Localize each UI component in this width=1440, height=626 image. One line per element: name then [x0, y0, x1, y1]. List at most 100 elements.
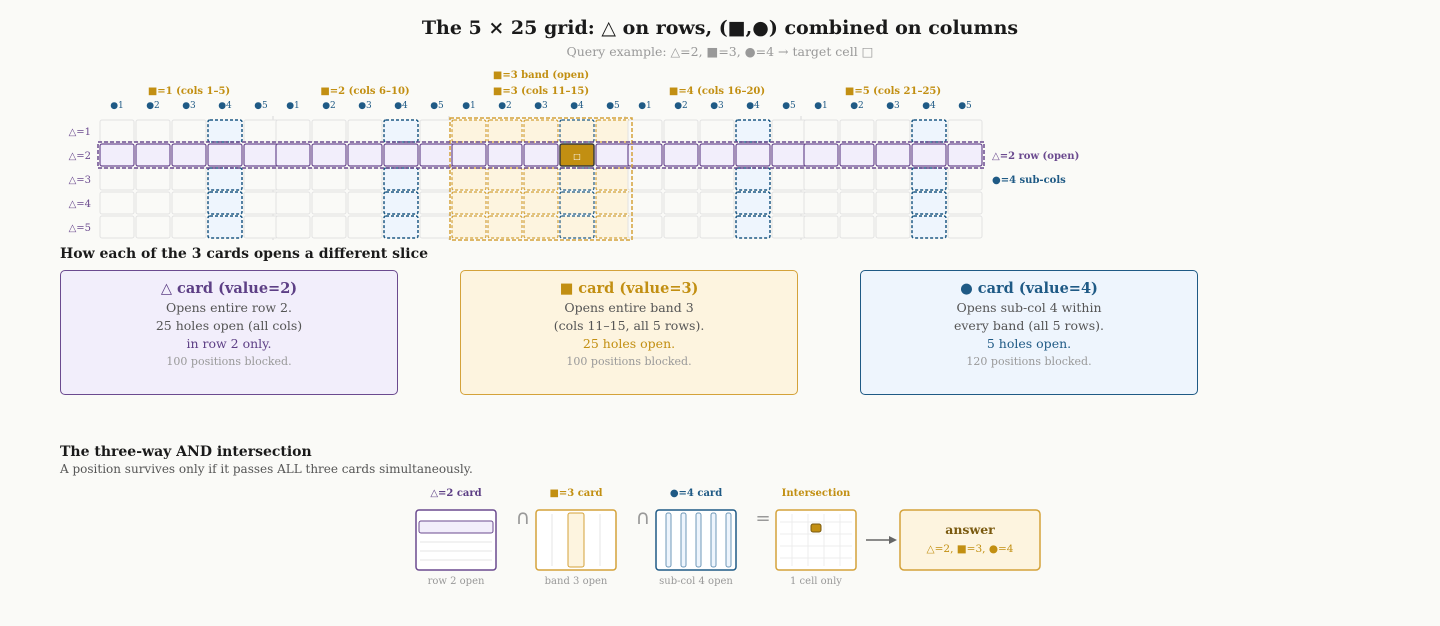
subcol-label: ●5	[782, 101, 796, 111]
grid-cell	[627, 119, 663, 143]
grid-cell	[207, 167, 243, 191]
grid-cell	[595, 143, 631, 167]
subcol-label: ●1	[814, 101, 828, 111]
grid-cell	[487, 143, 523, 167]
grid-cell	[243, 143, 279, 167]
grid-cell	[663, 215, 699, 239]
panel-caption-circle: sub-col 4 open	[659, 576, 733, 587]
square-card-line-2: (cols 11–15, all 5 rows).	[553, 318, 705, 333]
panel-label-circle: ●=4 card	[670, 488, 722, 499]
grid-cell	[135, 119, 171, 143]
square-card-blocked: 100 positions blocked.	[566, 355, 692, 368]
grid-cell	[383, 191, 419, 215]
grid-cell	[311, 119, 347, 143]
grid-cell	[243, 167, 279, 191]
grid-cell	[451, 191, 487, 215]
square-card: ■ card (value=3) Opens entire band 3 (co…	[460, 270, 798, 395]
grid-cell	[451, 215, 487, 239]
target-glyph: □	[573, 152, 581, 161]
grid-cell	[523, 191, 559, 215]
square-card-title: ■ card (value=3)	[559, 280, 699, 297]
subcol-label: ●2	[850, 101, 864, 111]
grid-cell	[803, 191, 839, 215]
grid-cell	[275, 191, 311, 215]
panel-label-square: ■=3 card	[549, 488, 602, 499]
grid-cell	[911, 143, 947, 167]
grid-cell	[595, 215, 631, 239]
circle-card: ● card (value=4) Opens sub-col 4 within …	[860, 270, 1198, 395]
grid-cell	[911, 167, 947, 191]
panel-caption-intersection: 1 cell only	[790, 576, 842, 587]
grid-cell	[311, 215, 347, 239]
circle-card-blocked: 120 positions blocked.	[966, 355, 1092, 368]
grid-cell	[595, 167, 631, 191]
grid-cell	[275, 167, 311, 191]
subcol-label: ●3	[534, 101, 548, 111]
subcol-label: ●4	[570, 101, 584, 111]
grid-cell	[135, 215, 171, 239]
grid-cell	[275, 119, 311, 143]
square-card-line-3: 25 holes open.	[582, 336, 676, 351]
square-card-line-1: Opens entire band 3	[564, 300, 694, 315]
grid-cell	[171, 119, 207, 143]
subcol-label: ●1	[286, 101, 300, 111]
grid-cell	[523, 143, 559, 167]
subcol-label: ●3	[710, 101, 724, 111]
grid-cell	[243, 215, 279, 239]
row-label: △=1	[69, 127, 91, 138]
grid-cell	[771, 191, 807, 215]
grid-cell	[451, 119, 487, 143]
grid-cell	[911, 215, 947, 239]
grid-cell	[487, 119, 523, 143]
grid-cell	[699, 167, 735, 191]
row-label: △=3	[69, 175, 91, 186]
grid-cell	[699, 119, 735, 143]
grid-cell	[135, 191, 171, 215]
grid-cell	[347, 215, 383, 239]
subcol-label: ●5	[254, 101, 268, 111]
band-label: ■=5 (cols 21–25)	[845, 86, 941, 97]
grid-cell	[347, 119, 383, 143]
subcol-label: ●4	[922, 101, 936, 111]
subcol-label: ●4	[394, 101, 408, 111]
grid-cell	[875, 143, 911, 167]
grid-cell	[735, 215, 771, 239]
answer-title: answer	[945, 522, 995, 537]
grid-cell	[699, 215, 735, 239]
band-open-label: ■=3 band (open)	[493, 70, 589, 81]
triangle-card-title: △ card (value=2)	[160, 280, 298, 297]
grid-cell	[99, 143, 135, 167]
grid-cell	[735, 167, 771, 191]
band-label: ■=2 (cols 6–10)	[320, 86, 409, 97]
grid-cell	[487, 191, 523, 215]
grid-cell	[803, 215, 839, 239]
grid-cell	[803, 143, 839, 167]
grid-cell	[947, 167, 983, 191]
grid-cell	[99, 191, 135, 215]
grid-cell	[383, 143, 419, 167]
equals-operator: =	[755, 508, 770, 529]
grid-cell	[947, 143, 983, 167]
grid-cell	[875, 215, 911, 239]
grid-cell	[347, 191, 383, 215]
panel-label-triangle: △=2 card	[430, 488, 481, 499]
grid-cell	[135, 167, 171, 191]
grid-cell	[839, 143, 875, 167]
intersect-operator-1: ∩	[516, 505, 531, 529]
band-label: ■=3 (cols 11–15)	[493, 86, 589, 97]
grid-cell	[419, 215, 455, 239]
grid-cell	[595, 191, 631, 215]
grid-cell	[771, 167, 807, 191]
grid-cell	[595, 119, 631, 143]
panel-row-card	[415, 509, 497, 571]
grid-cell	[419, 191, 455, 215]
subcol-label: ●4	[218, 101, 232, 111]
target-cell	[559, 143, 595, 167]
grid-cell	[171, 191, 207, 215]
grid-cell	[383, 215, 419, 239]
grid-cell	[803, 167, 839, 191]
grid-cell	[171, 215, 207, 239]
intersection-target-cell	[810, 523, 822, 533]
grid-cell	[419, 167, 455, 191]
grid-cell	[699, 143, 735, 167]
